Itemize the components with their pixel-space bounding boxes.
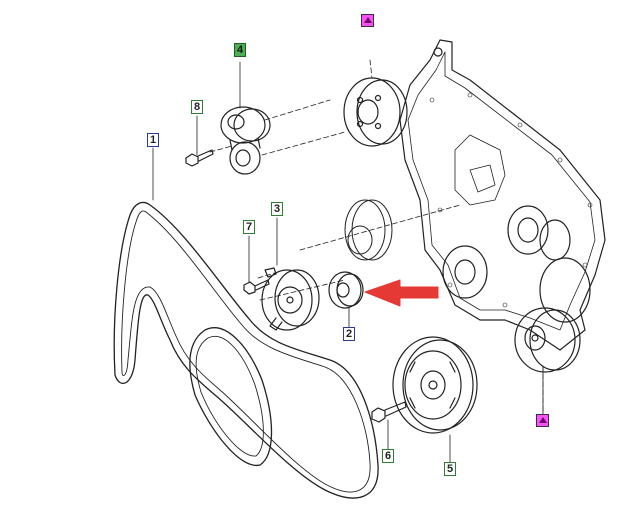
- callout-3: 3: [271, 202, 283, 216]
- water-pump-pulley: [507, 205, 571, 261]
- idler-pulley: [328, 271, 364, 309]
- idler-pulley-assembly: [261, 267, 320, 331]
- callout-6: 6: [382, 449, 394, 463]
- alternator-housing: [514, 257, 591, 373]
- callout-8: 8: [191, 100, 203, 114]
- red-arrow-indicator: [364, 279, 439, 307]
- callout-2: 2: [343, 327, 355, 341]
- upper-idler-pulley: [343, 77, 408, 147]
- belt-tensioner-pulley: [220, 106, 271, 175]
- callout-7: 7: [243, 220, 255, 234]
- callout-5: 5: [444, 462, 456, 476]
- oil-pump-gear: [442, 245, 488, 299]
- tensioner-bolt: [185, 149, 214, 167]
- crankshaft-bolt: [371, 401, 407, 423]
- drive-belt: [113, 201, 379, 499]
- engine-front-cover: [399, 39, 606, 351]
- center-pulley-ghost: [344, 199, 393, 261]
- callout-1: 1: [147, 133, 159, 147]
- idler-bolt: [243, 279, 270, 295]
- crankshaft-pulley: [392, 336, 478, 434]
- callout-4: 4: [234, 43, 246, 57]
- triangle-up-marker-bottom: [536, 414, 549, 427]
- callout-leaders: [152, 61, 544, 463]
- triangle-up-marker-top: [361, 14, 374, 27]
